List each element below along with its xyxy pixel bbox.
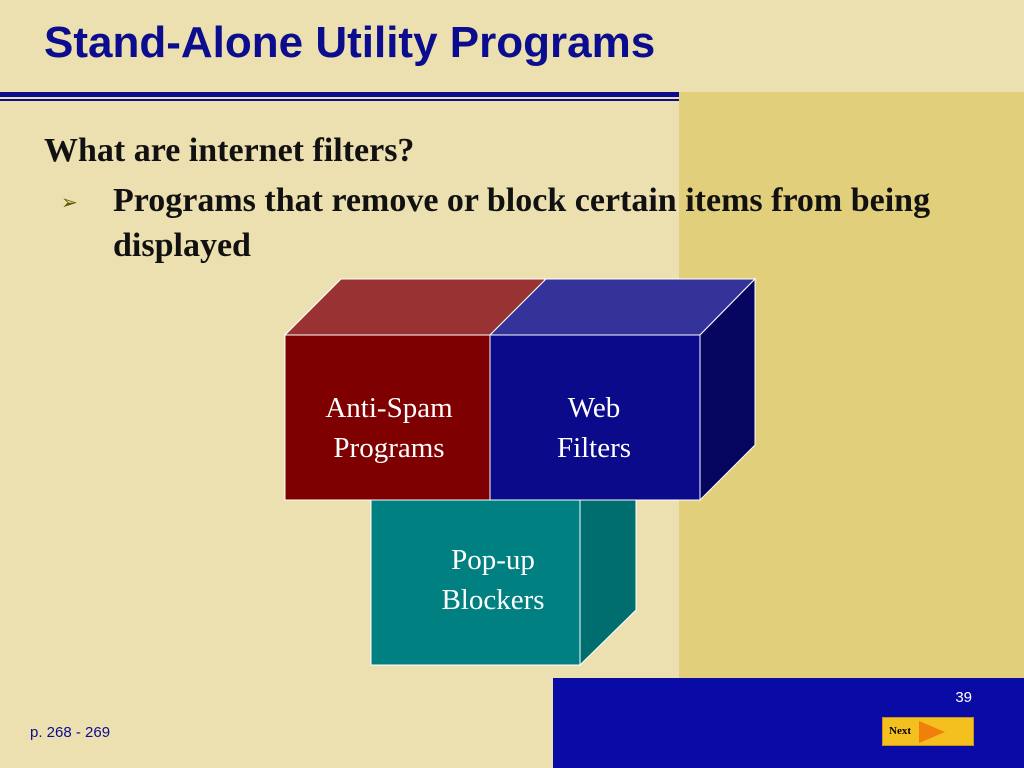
next-button[interactable]: Next [882,717,974,746]
arrow-bullet-icon: ➢ [61,190,78,214]
popup-blockers-label-line2: Blockers [441,584,545,616]
slide-title: Stand-Alone Utility Programs [44,18,656,67]
popup-box-front [370,499,581,666]
antispam-box-front [284,334,491,501]
bullet-text: Programs that remove or block certain it… [113,182,931,264]
web-filters-label: Web Filters [494,388,694,468]
page-reference: p. 268 - 269 [30,724,111,741]
web-filters-label-line2: Filters [556,432,632,464]
next-button-label: Next [889,725,911,737]
web-box-front [489,334,701,501]
web-filters-label-line1: Web [567,392,621,424]
antispam-label-line1: Anti-Spam [325,392,453,424]
popup-blockers-label-line1: Pop-up [451,544,535,576]
popup-blockers-label: Pop-up Blockers [390,540,596,620]
slide-number: 39 [955,689,972,706]
title-divider-thick [0,92,679,97]
title-divider-thin [0,99,679,101]
antispam-label: Anti-Spam Programs [290,388,488,468]
antispam-label-line2: Programs [333,432,445,464]
play-arrow-icon [919,721,945,743]
question-heading: What are internet filters? [44,132,415,169]
